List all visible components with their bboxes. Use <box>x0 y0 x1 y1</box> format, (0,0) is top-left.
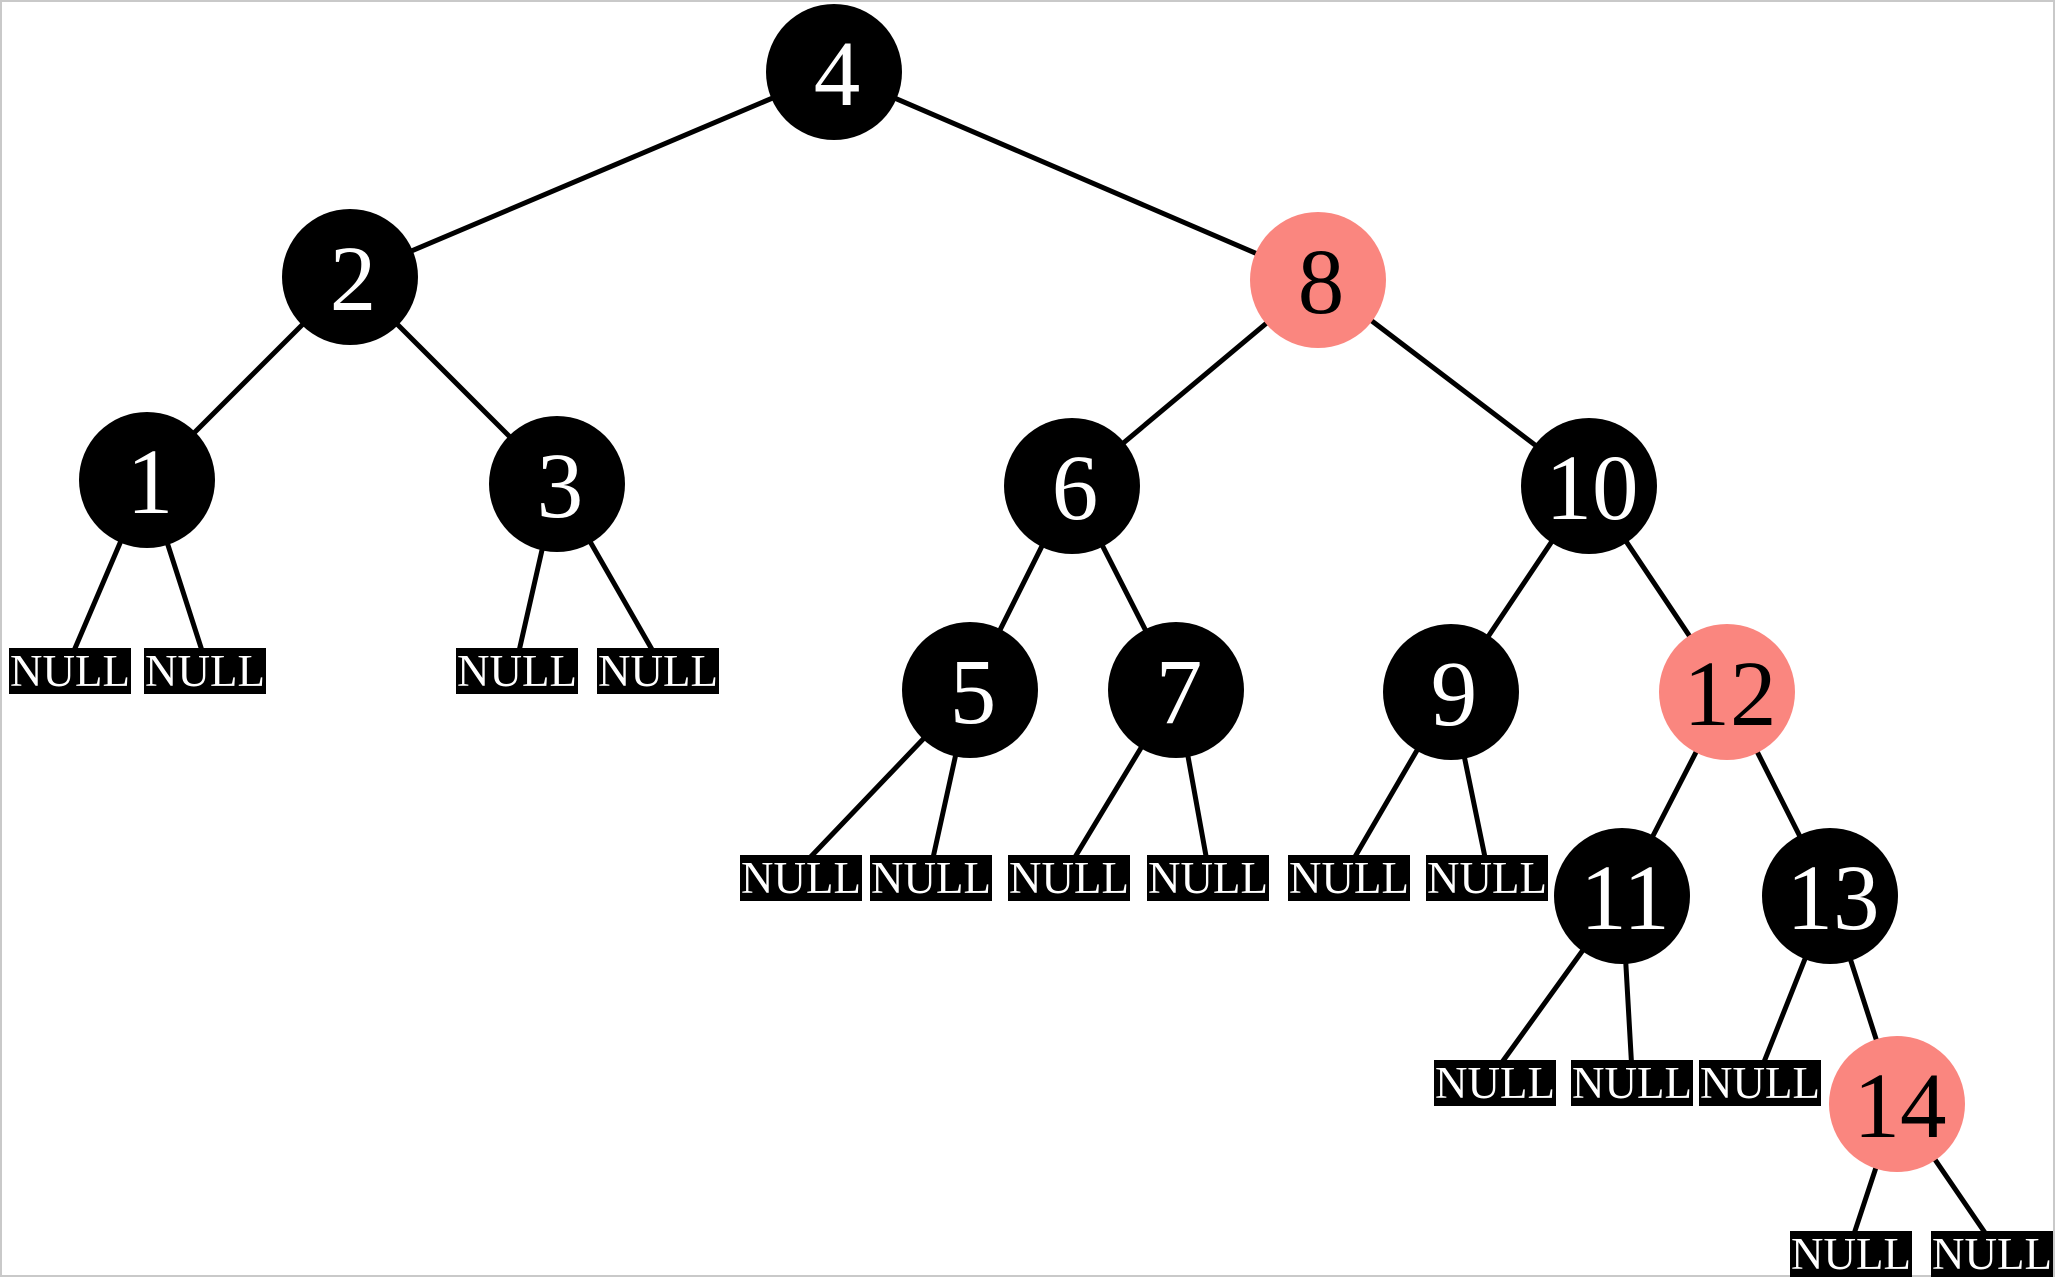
black-node-circle <box>1004 418 1140 554</box>
node-label: 5 <box>950 641 997 744</box>
red-node-circle <box>1250 212 1386 348</box>
null-box <box>1288 855 1410 901</box>
null-leaf-null-14L: NULL <box>1790 1229 1912 1277</box>
null-leaf-null-9L: NULL <box>1288 853 1410 903</box>
null-leaf-null-7L: NULL <box>1008 853 1130 903</box>
null-box <box>1008 855 1130 901</box>
tree-node-12: 12 <box>1659 624 1795 760</box>
node-label: 14 <box>1854 1055 1947 1158</box>
black-node-circle <box>282 209 418 345</box>
tree-node-1: 1 <box>79 412 215 548</box>
node-label: 8 <box>1298 231 1345 334</box>
null-label: NULL <box>145 646 265 696</box>
null-leaf-null-7R: NULL <box>1147 853 1269 903</box>
tree-node-5: 5 <box>902 622 1038 758</box>
node-label: 6 <box>1052 437 1099 540</box>
null-leaf-null-1R: NULL <box>144 646 266 696</box>
null-label: NULL <box>741 853 861 903</box>
node-label: 7 <box>1156 641 1203 744</box>
tree-node-10: 10 <box>1521 418 1657 554</box>
null-label: NULL <box>1427 853 1547 903</box>
tree-node-11: 11 <box>1554 828 1690 964</box>
node-label: 2 <box>330 228 377 331</box>
null-box <box>1699 1060 1821 1106</box>
null-box <box>1426 855 1548 901</box>
null-box <box>597 648 719 694</box>
null-leaf-null-3R: NULL <box>597 646 719 696</box>
tree-node-14: 14 <box>1829 1036 1965 1172</box>
black-node-circle <box>1108 622 1244 758</box>
null-label: NULL <box>1700 1058 1820 1108</box>
black-node-circle <box>1762 828 1898 964</box>
tree-node-9: 9 <box>1383 624 1519 760</box>
null-leaf-null-5R: NULL <box>870 853 992 903</box>
null-box <box>144 648 266 694</box>
black-node-circle <box>79 412 215 548</box>
null-label: NULL <box>1148 853 1268 903</box>
null-box <box>1931 1231 2053 1277</box>
tree-edge-4-8 <box>831 69 1321 283</box>
tree-node-4: 4 <box>766 4 902 140</box>
black-node-circle <box>489 416 625 552</box>
null-box <box>1147 855 1269 901</box>
black-node-circle <box>766 4 902 140</box>
null-box <box>9 648 131 694</box>
null-box <box>1434 1060 1556 1106</box>
null-leaf-null-3L: NULL <box>456 646 578 696</box>
null-label: NULL <box>10 646 130 696</box>
tree-node-2: 2 <box>282 209 418 345</box>
tree-node-13: 13 <box>1762 828 1898 964</box>
null-box <box>870 855 992 901</box>
null-box <box>740 855 862 901</box>
null-leaf-null-1L: NULL <box>9 646 131 696</box>
node-label: 4 <box>814 23 861 126</box>
null-label: NULL <box>1289 853 1409 903</box>
null-leaf-null-13L: NULL <box>1699 1058 1821 1108</box>
tree-node-8: 8 <box>1250 212 1386 348</box>
null-leaf-null-9R: NULL <box>1426 853 1548 903</box>
null-leaf-null-11L: NULL <box>1434 1058 1556 1108</box>
node-label: 1 <box>127 431 174 534</box>
null-leaf-null-5L: NULL <box>740 853 862 903</box>
null-label: NULL <box>871 853 991 903</box>
black-node-circle <box>1554 828 1690 964</box>
null-label: NULL <box>1009 853 1129 903</box>
node-label: 13 <box>1787 847 1880 950</box>
node-label: 9 <box>1431 643 1478 746</box>
null-leaf-null-11R: NULL <box>1571 1058 1693 1108</box>
black-node-circle <box>1383 624 1519 760</box>
null-label: NULL <box>1791 1229 1911 1277</box>
red-node-circle <box>1829 1036 1965 1172</box>
black-node-circle <box>902 622 1038 758</box>
red-node-circle <box>1659 624 1795 760</box>
black-node-circle <box>1521 418 1657 554</box>
node-label: 12 <box>1684 643 1777 746</box>
null-leaf-null-14R: NULL <box>1931 1229 2053 1277</box>
tree-node-6: 6 <box>1004 418 1140 554</box>
null-box <box>1790 1231 1912 1277</box>
null-box <box>1571 1060 1693 1106</box>
tree-node-3: 3 <box>489 416 625 552</box>
null-label: NULL <box>1572 1058 1692 1108</box>
tree-edge-4-2 <box>347 69 837 280</box>
node-label: 3 <box>537 435 584 538</box>
null-label: NULL <box>598 646 718 696</box>
node-label: 11 <box>1580 847 1670 950</box>
null-label: NULL <box>1932 1229 2052 1277</box>
null-box <box>456 648 578 694</box>
tree-node-7: 7 <box>1108 622 1244 758</box>
null-label: NULL <box>1435 1058 1555 1108</box>
null-label: NULL <box>457 646 577 696</box>
node-label: 10 <box>1546 437 1639 540</box>
